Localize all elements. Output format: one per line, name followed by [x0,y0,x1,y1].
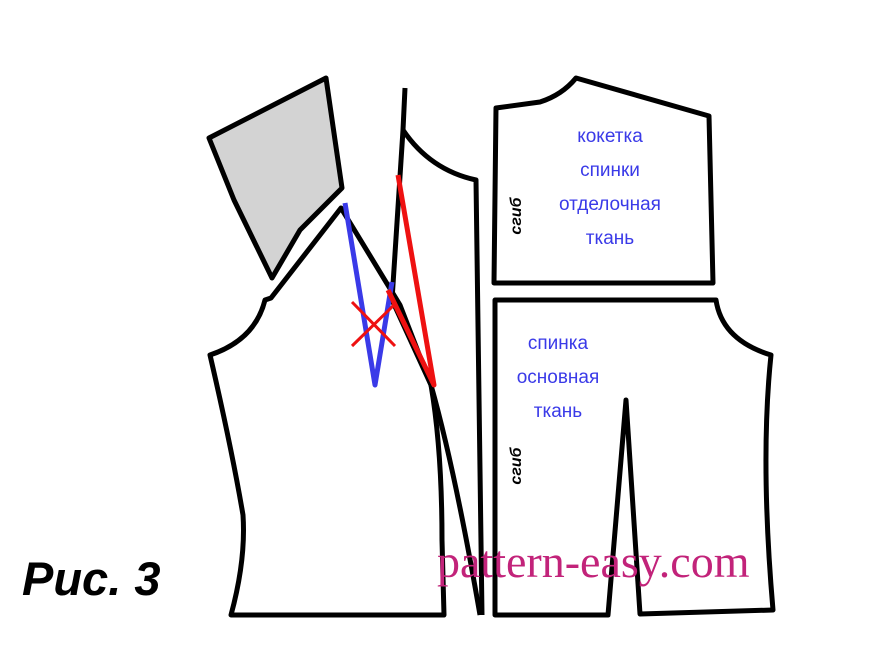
neckline-curve [400,128,485,616]
watermark-text: pattern-easy.com [437,536,750,587]
left-bodice-piece [207,205,447,618]
back-fold-label: сгиб [508,446,525,484]
blue-dart-lines [342,202,395,388]
figure-label: Рис. 3 [22,552,160,605]
back-label-line-2: основная [517,367,600,388]
yoke-label: кокетка спинки отделочная ткань [559,126,661,249]
back-label-line-1: спинка [528,333,589,354]
back-label: спинка основная ткань [517,333,600,422]
red-guide-lines [385,174,437,388]
shaded-shoulder-piece [206,75,345,281]
yoke-label-line-2: спинки [580,160,640,181]
back-yoke-piece [491,75,716,286]
yoke-label-line-3: отделочная [559,194,661,215]
yoke-label-line-4: ткань [586,228,634,249]
center-back-line [389,87,483,616]
yoke-fold-label: сгиб [508,196,525,234]
back-label-line-3: ткань [534,401,582,422]
yoke-label-line-1: кокетка [577,126,643,147]
red-cross-mark [350,300,397,348]
back-main-piece [492,297,776,618]
